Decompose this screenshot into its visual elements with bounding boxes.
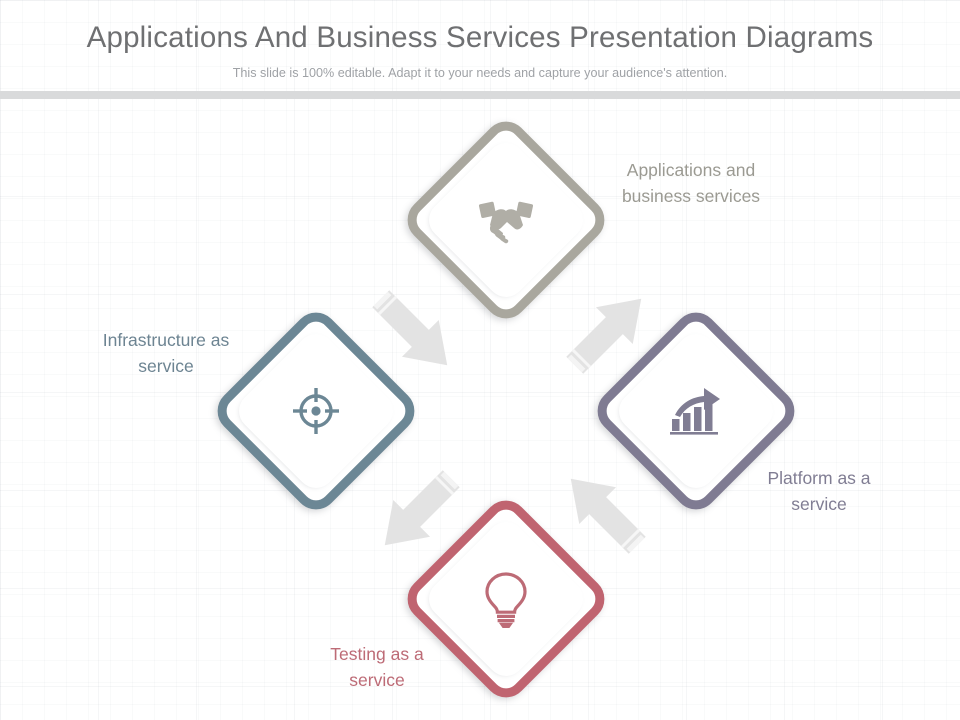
bar-chart-growth-icon (620, 335, 772, 487)
node-testing-as-a-service[interactable] (398, 491, 614, 707)
header-divider (0, 91, 960, 99)
arrow-right-to-top (546, 277, 670, 387)
page-subtitle: This slide is 100% editable. Adapt it to… (232, 66, 728, 80)
node-applications-and-business-services[interactable] (398, 112, 614, 328)
diagram-canvas: Applications and business services I (0, 99, 960, 720)
arrow-top-to-left (352, 277, 476, 387)
node-platform-as-a-service[interactable] (588, 303, 804, 519)
target-crosshair-icon (240, 335, 392, 487)
arrow-left-to-bottom (356, 457, 480, 567)
page-title: Applications And Business Services Prese… (86, 21, 874, 54)
lightbulb-icon (430, 523, 582, 675)
node-label-infrastructure-as-service: Infrastructure as service (102, 330, 230, 376)
arrow-bottom-to-right (542, 457, 666, 567)
node-label-applications-and-business-services: Applications and business services (621, 160, 761, 206)
node-infrastructure-as-service[interactable] (208, 303, 424, 519)
node-label-testing-as-a-service: Testing as a service (330, 644, 424, 690)
slide-header: Applications And Business Services Prese… (0, 0, 960, 92)
handshake-icon (430, 144, 582, 296)
node-label-platform-as-a-service: Platform as a service (767, 468, 871, 514)
